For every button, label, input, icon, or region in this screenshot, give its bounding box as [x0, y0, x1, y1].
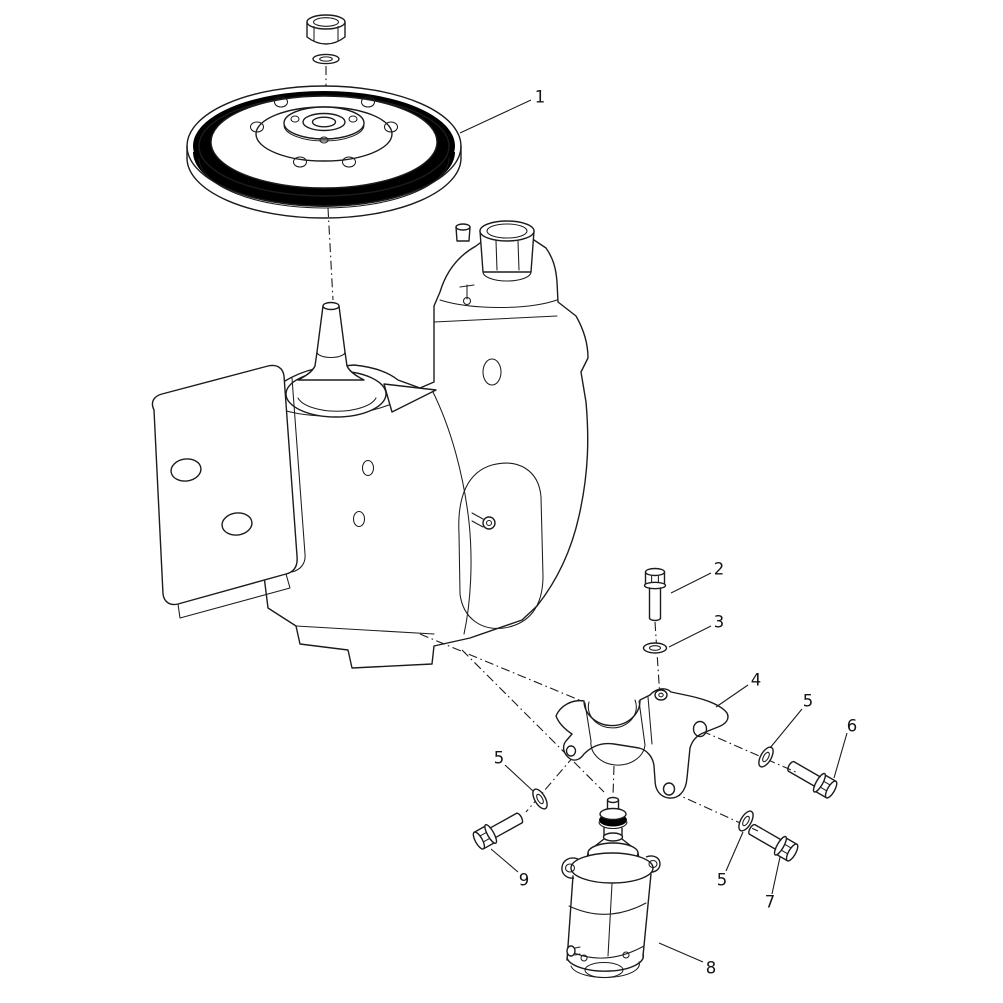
callout-8-label: 8	[706, 959, 717, 978]
axis-bracket-to-starter	[612, 765, 615, 797]
callout-4-label: 4	[751, 671, 762, 690]
clip-screw	[459, 284, 475, 306]
callout-5-left-leader	[504, 764, 534, 792]
callout-4: 4	[715, 671, 762, 708]
callout-7: 7	[765, 856, 781, 912]
callout-9: 9	[490, 848, 530, 890]
washer-right	[755, 744, 777, 770]
bolt-left	[471, 808, 527, 852]
callout-4-leader	[715, 684, 749, 708]
callout-1-label: 1	[535, 88, 546, 107]
callout-8: 8	[658, 942, 717, 978]
axis-bolt-top	[654, 621, 661, 699]
assembly-axis-starter	[461, 649, 605, 793]
crankshaft-stub	[297, 301, 365, 381]
callout-7-label: 7	[765, 893, 776, 912]
axis-bolt-right	[701, 730, 799, 774]
dowel-pin	[471, 512, 496, 530]
callout-5-lower-leader	[725, 831, 744, 872]
bolt-lower	[745, 819, 801, 863]
callout-6-leader	[833, 732, 848, 779]
callout-5-right: 5	[769, 692, 814, 749]
callout-2: 2	[670, 560, 725, 594]
bolt-top	[645, 569, 666, 621]
callout-5-lower-label: 5	[717, 871, 728, 890]
filler-cap	[479, 220, 535, 282]
callout-1-leader	[459, 99, 532, 134]
starter-motor	[561, 796, 661, 979]
washer-lower	[735, 808, 757, 834]
flywheel	[186, 85, 462, 219]
callout-6-label: 6	[847, 717, 858, 736]
callout-9-label: 9	[519, 871, 530, 890]
pinion-gear	[598, 807, 628, 829]
callout-8-leader	[658, 942, 704, 963]
axis-bolt-left	[525, 755, 575, 813]
callout-3: 3	[668, 613, 725, 648]
bolt-right	[784, 756, 840, 800]
callout-3-label: 3	[714, 613, 725, 632]
callout-2-leader	[670, 572, 712, 594]
crankshaft-washer	[312, 53, 340, 65]
terminal-stud	[566, 945, 581, 957]
callout-5-lower: 5	[717, 831, 744, 890]
callout-5-right-label: 5	[803, 692, 814, 711]
callout-5-left: 5	[494, 749, 534, 792]
side-cover	[151, 364, 306, 619]
assembly-axis-bracket	[419, 633, 585, 703]
crankshaft-nut	[306, 14, 346, 45]
callout-5-left-label: 5	[494, 749, 505, 768]
callout-3-leader	[668, 625, 712, 648]
callout-6: 6	[833, 717, 858, 779]
callout-9-leader	[490, 848, 519, 873]
breather-neck	[455, 223, 471, 242]
engine-block	[261, 239, 589, 669]
starter-bracket	[555, 688, 729, 799]
callout-7-leader	[771, 856, 781, 895]
washer-top	[642, 642, 668, 654]
callout-1: 1	[459, 88, 546, 134]
callout-2-label: 2	[714, 560, 725, 579]
callout-5-right-leader	[769, 708, 803, 749]
crankshaft-axis-line	[327, 207, 334, 301]
